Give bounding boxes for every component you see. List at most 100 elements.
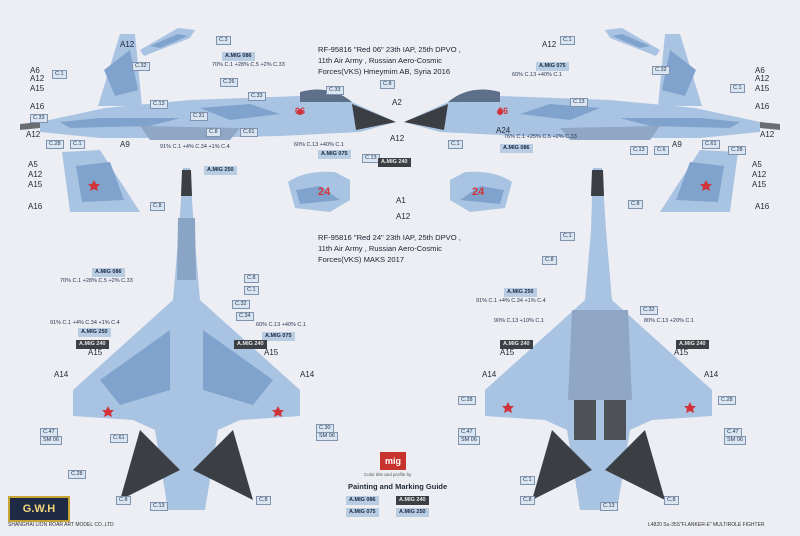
callout-c8: C.8 bbox=[206, 128, 221, 137]
callout-c13-r: C.13 bbox=[570, 98, 588, 107]
legend-chip-250: A.MIG 250 bbox=[396, 508, 429, 517]
side-profile-right bbox=[404, 34, 780, 140]
label-a15-bottom: A15 bbox=[500, 348, 515, 357]
label-a12-nose: A12 bbox=[396, 212, 411, 221]
callout-c61: C.61 bbox=[240, 128, 258, 137]
paint-chip-086-r: A.MIG 086 bbox=[500, 144, 533, 153]
callout-c8c: C.8 bbox=[150, 202, 165, 211]
callout-c8-top-b: C.8 bbox=[116, 496, 131, 505]
label-a12-r: A12 bbox=[542, 40, 557, 49]
callout-c31: C.31 bbox=[190, 112, 208, 121]
label-a6: A6 bbox=[30, 66, 40, 75]
description-line: RF-95816 "Red 06" 23th IAP, 25th DPVO , bbox=[318, 45, 461, 54]
guide-title: Painting and Marking Guide bbox=[348, 482, 448, 491]
label-a6-r: A6 bbox=[755, 66, 765, 75]
gwh-logo: G.W.H bbox=[8, 496, 70, 522]
callout-c32-bottom: C.32 bbox=[640, 306, 658, 315]
callout-sm06-top: SM 06 bbox=[40, 436, 62, 445]
description-line: RF-95816 "Red 24" 23th IAP, 25th DPVO , bbox=[318, 233, 461, 242]
callout-c1b: C.1 bbox=[70, 140, 85, 149]
label-a12: A12 bbox=[28, 170, 43, 179]
callout-c28-bottom-r: C.28 bbox=[718, 396, 736, 405]
nose-number-left bbox=[297, 109, 303, 115]
callout-c33b: C.33 bbox=[326, 86, 344, 95]
callout-c33: C.33 bbox=[248, 92, 266, 101]
mix-note: 70% C.1 +28% C.5 +2% C.33 bbox=[60, 278, 133, 284]
label-a15: A15 bbox=[28, 180, 43, 189]
callout-c33c: C.33 bbox=[30, 114, 48, 123]
callout-c1d-r: C.1 bbox=[448, 140, 463, 149]
callout-c8-bottom: C.8 bbox=[542, 256, 557, 265]
guide-credit: Color title and profile by bbox=[364, 472, 412, 477]
label-a15-r: A15 bbox=[755, 84, 770, 93]
nose-number-06-right: 06 bbox=[498, 106, 509, 116]
callout-sm06-bottom-r: SM 06 bbox=[724, 436, 746, 445]
mix-note: 60% C.13 +40% C.1 bbox=[294, 142, 344, 148]
callout-c32-r: C.32 bbox=[652, 66, 670, 75]
description-line: Forces(VKS) MAKS 2017 bbox=[318, 255, 405, 264]
mix-note: 91% C.1 +4% C.34 +1% C.4 bbox=[50, 320, 120, 326]
callout-c61-r: C.61 bbox=[702, 140, 720, 149]
paint-chip-250: A.MIG 250 bbox=[204, 166, 237, 175]
callout-c8-top: C.8 bbox=[244, 274, 259, 283]
description-line: 11th Air Army , Russian Aero-Cosmic bbox=[318, 56, 442, 65]
paint-chip-250-bottom: A.MIG 250 bbox=[504, 288, 537, 297]
nose-number-24: 24 bbox=[318, 186, 331, 198]
callout-c13-bottom: C.13 bbox=[600, 502, 618, 511]
label-a16-r: A16 bbox=[755, 102, 770, 111]
callout-c1-bottom: C.1 bbox=[560, 232, 575, 241]
callout-c8-top-c: C.8 bbox=[256, 496, 271, 505]
paint-chip-240-top: A.MIG 240 bbox=[76, 340, 109, 349]
label-a15: A15 bbox=[30, 84, 45, 93]
callout-c3: C.3 bbox=[216, 36, 231, 45]
mix-note: 60% C.13 +40% C.1 bbox=[256, 322, 306, 328]
label-a2: A2 bbox=[392, 98, 402, 107]
callout-c13b: C.13 bbox=[362, 154, 380, 163]
paint-chip-075: A.MIG 075 bbox=[318, 150, 351, 159]
label-a14-top-r: A14 bbox=[300, 370, 315, 379]
callout-c1-bottom-b: C.1 bbox=[520, 476, 535, 485]
label-a15-bottom-r: A15 bbox=[674, 348, 689, 357]
description-line: Forces(VKS) Hmeymim AB, Syria 2016 bbox=[318, 67, 451, 76]
callout-c8-bottom-b: C.8 bbox=[520, 496, 535, 505]
callout-c1-r: C.1 bbox=[560, 36, 575, 45]
legend-chip-240: A.MIG 240 bbox=[396, 496, 429, 505]
callout-c32-top: C.32 bbox=[232, 300, 250, 309]
label-a14-top: A14 bbox=[54, 370, 69, 379]
nose-closeup-right bbox=[450, 171, 512, 212]
mix-note: 60% C.13 +40% C.1 bbox=[512, 72, 562, 78]
callout-c28: C.28 bbox=[46, 140, 64, 149]
label-a24: A24 bbox=[496, 126, 511, 135]
mix-note: 91% C.1 +4% C.34 +1% C.4 bbox=[160, 144, 230, 150]
callout-c13-top: C.13 bbox=[150, 502, 168, 511]
label-a9-r: A9 bbox=[672, 140, 682, 149]
nose-number-06: 06 bbox=[295, 106, 306, 116]
paint-chip-240: A.MIG 240 bbox=[378, 158, 411, 167]
label-a14-bottom: A14 bbox=[482, 370, 497, 379]
paint-chip-075-top: A.MIG 075 bbox=[262, 332, 295, 341]
fin-detail-mid-left bbox=[62, 150, 140, 212]
callout-c1c-r: C.1 bbox=[730, 84, 745, 93]
description-line: 11th Air Army , Russian Aero-Cosmic bbox=[318, 244, 442, 253]
fin-detail-mid-right bbox=[660, 150, 738, 212]
callout-c26: C.26 bbox=[220, 78, 238, 87]
paint-chip-075-r: A.MIG 075 bbox=[536, 62, 569, 71]
callout-c1: C.1 bbox=[52, 70, 67, 79]
callout-c28-bottom: C.28 bbox=[458, 396, 476, 405]
label-a5-r: A5 bbox=[752, 160, 762, 169]
label-a12: A12 bbox=[26, 130, 41, 139]
mix-note: 76% C.1 +25% C.5 +2% C.33 bbox=[504, 134, 577, 140]
fin-detail-top-right bbox=[605, 28, 660, 56]
label-a12-r: A12 bbox=[755, 74, 770, 83]
description-red-24: RF-95816 "Red 24" 23th IAP, 25th DPVO , … bbox=[318, 232, 461, 265]
nose-number-24-right: 24 bbox=[472, 186, 485, 198]
legend-chip-086: A.MIG 086 bbox=[346, 496, 379, 505]
callout-c8b: C.8 bbox=[380, 80, 395, 89]
paint-chip-086: A.MIG 086 bbox=[222, 52, 255, 61]
callout-c8-r: C.8 bbox=[628, 200, 643, 209]
label-a15-top-r: A15 bbox=[264, 348, 279, 357]
top-view bbox=[73, 168, 300, 510]
label-a15-r: A15 bbox=[752, 180, 767, 189]
label-a9: A9 bbox=[120, 140, 130, 149]
